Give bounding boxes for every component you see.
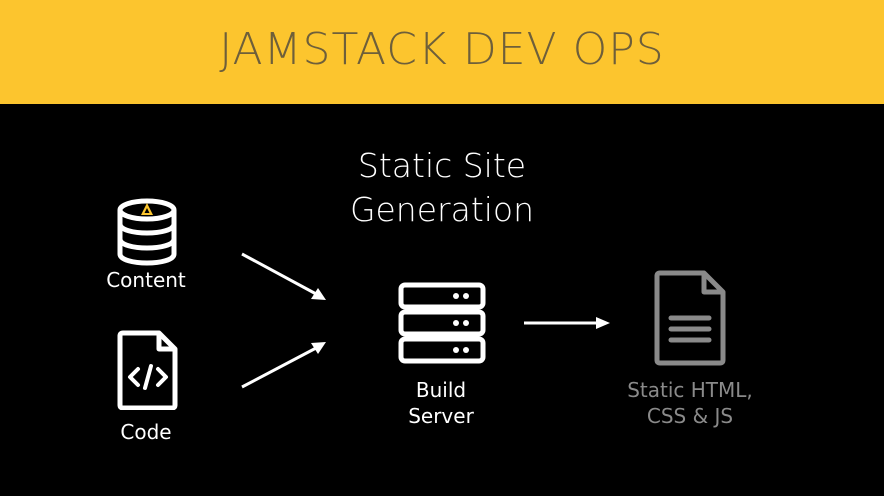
database-icon	[117, 198, 177, 266]
arrow-content-to-build-icon	[241, 252, 326, 300]
output-label: Static HTML, CSS & JS	[610, 377, 770, 429]
page-title: JAMSTACK DEV OPS	[219, 23, 665, 75]
document-icon	[654, 270, 726, 366]
build-server-label: Build Server	[386, 377, 496, 429]
content-label: Content	[106, 268, 186, 292]
output-label-line-2: CSS & JS	[646, 404, 734, 428]
arrow-build-to-output-icon	[524, 317, 610, 329]
server-icon	[398, 282, 486, 364]
code-file-icon	[117, 330, 178, 410]
output-label-line-1: Static HTML,	[627, 378, 753, 402]
code-label: Code	[120, 420, 172, 444]
subtitle-line-1: Static Site	[357, 146, 527, 185]
arrow-code-to-build-icon	[241, 342, 326, 389]
title-banner: JAMSTACK DEV OPS	[0, 0, 884, 104]
diagram-subtitle: Static Site Generation	[310, 144, 574, 232]
subtitle-line-2: Generation	[349, 190, 535, 229]
build-label-line-2: Server	[408, 404, 474, 428]
build-label-line-1: Build	[415, 378, 467, 402]
